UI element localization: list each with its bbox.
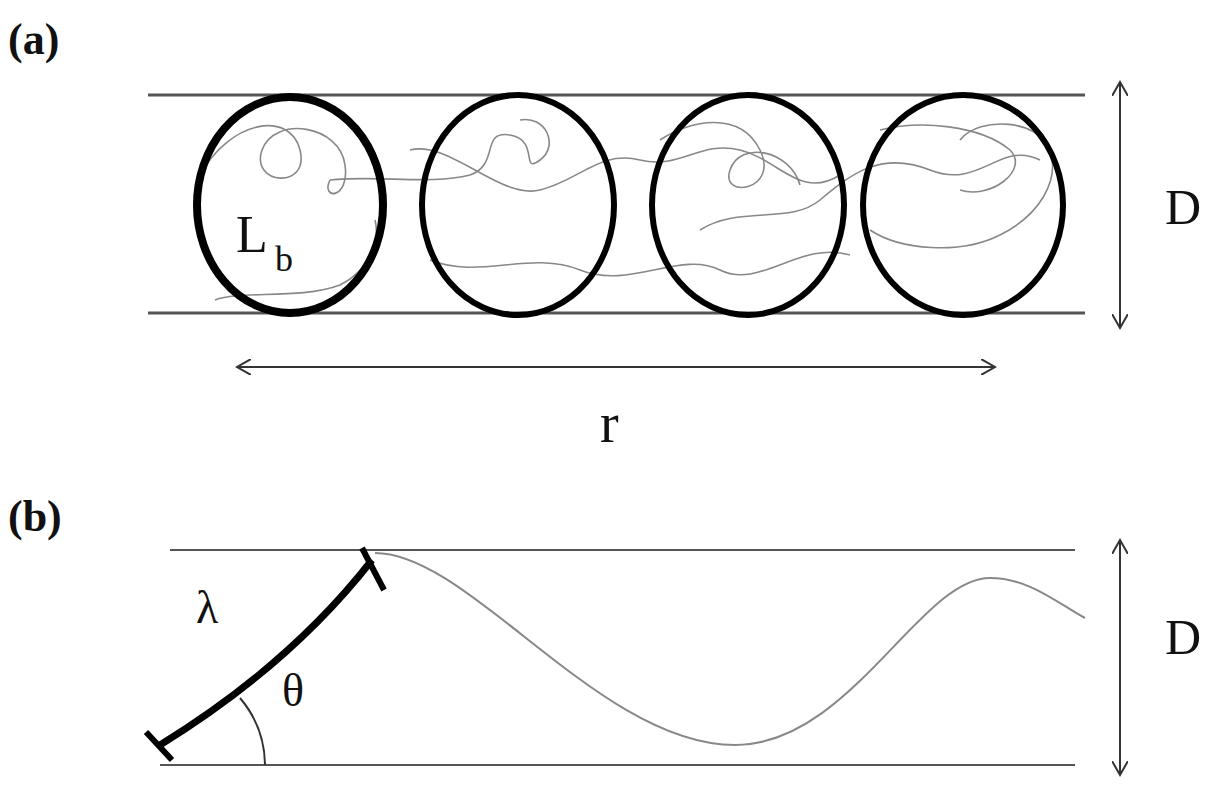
polymer-curve [375,553,1085,745]
symbol-label: λ [196,585,218,631]
dimension-arrow [1119,540,1121,775]
panel-label: (b) [8,495,62,539]
wall-line [170,549,1075,551]
dimension-label: D [1165,182,1201,232]
dimension-label: r [600,395,619,451]
symbol-text: L [236,209,268,261]
blob-circle [422,95,614,315]
deflection-segment [160,560,372,745]
symbol-label: θ [282,668,304,714]
panel-label: (a) [8,18,59,62]
subscript-text: b [275,241,293,277]
circle-outline [193,93,387,317]
dimension-arrow [1119,82,1121,328]
wall-line [160,764,1075,766]
dimension-arrow [237,366,995,368]
segment-tick [362,548,384,590]
blob-circle [652,95,844,315]
angle-arc [240,698,265,765]
dimension-label: D [1165,612,1201,662]
blob-circle [863,95,1063,315]
segment-tick [146,732,172,760]
blob-circle: Lb [193,93,387,317]
polymer-strand [200,119,1053,300]
